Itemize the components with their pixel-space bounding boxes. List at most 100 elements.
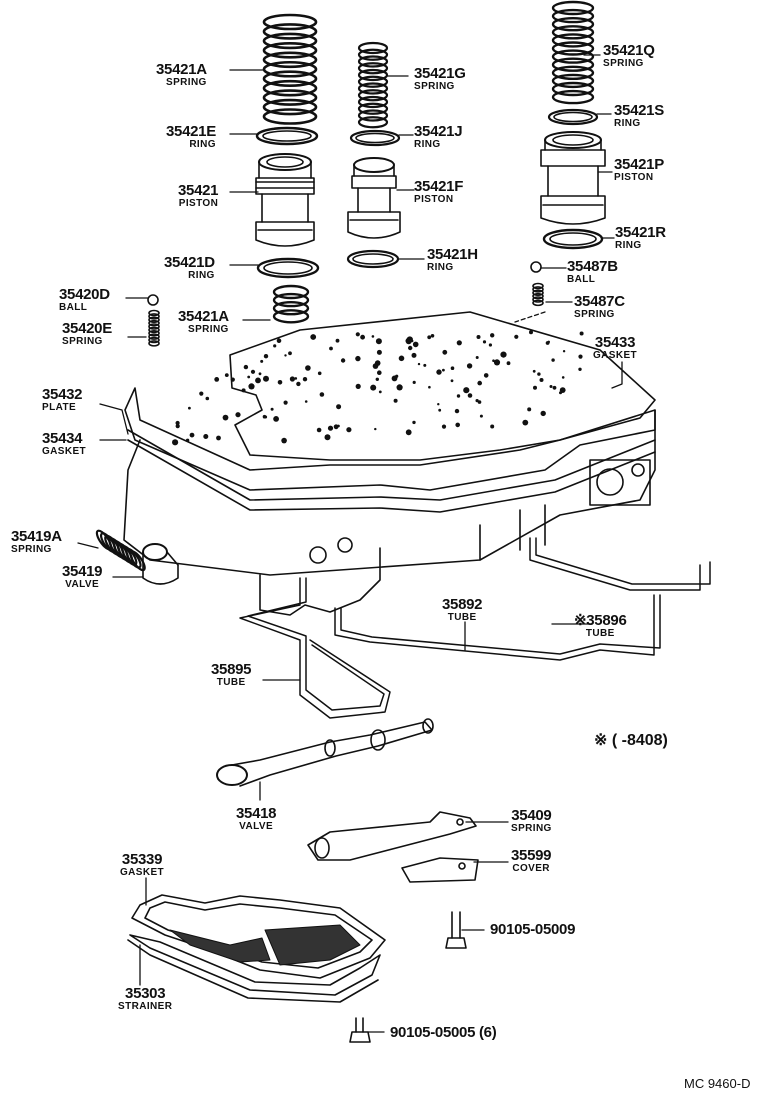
label-35419A-spring: 35419A SPRING: [11, 529, 62, 555]
plate-hole: [377, 370, 382, 376]
plate-hole: [436, 369, 442, 375]
part-name: SPRING: [166, 77, 207, 88]
coil-turn: [357, 89, 389, 102]
label-90105-05009-bolt: 90105-05009: [490, 922, 575, 937]
plate-hole: [427, 335, 432, 340]
coil-turn: [262, 108, 318, 125]
plate-hole: [475, 356, 479, 359]
plate-hole: [375, 338, 382, 345]
part-name: GASKET: [120, 867, 165, 878]
part-number: ※35896: [574, 612, 627, 629]
part-name: PISTON: [178, 198, 219, 209]
plate-hole: [188, 406, 191, 410]
plate-hole: [551, 358, 555, 362]
coil-turn: [272, 301, 310, 316]
plate-hole: [412, 420, 416, 425]
coil-turn: [532, 289, 544, 297]
plate-hole: [506, 361, 511, 366]
plate-hole: [579, 331, 584, 336]
plate-hole: [412, 341, 419, 348]
plate-hole: [417, 362, 421, 366]
plate-hole: [235, 412, 241, 418]
plate-hole: [199, 391, 204, 396]
coil-turn: [148, 329, 160, 337]
coil-turn: [262, 32, 318, 50]
plate-hole: [500, 351, 507, 358]
plate-hole: [490, 424, 495, 429]
coil-turn: [262, 89, 318, 106]
coil-turn: [148, 326, 160, 334]
label-35419-valve: 35419 VALVE: [62, 564, 103, 590]
plate-hole: [336, 404, 342, 410]
plate-hole: [296, 381, 301, 387]
plate-hole: [360, 334, 365, 340]
cover-35599: [401, 857, 479, 883]
diagram-code: MC 9460-D: [684, 1076, 751, 1091]
plate-hole: [317, 371, 322, 376]
part-name: TUBE: [216, 677, 246, 688]
part-name: RING: [414, 139, 441, 150]
plate-hole: [281, 437, 287, 444]
plate-hole: [288, 351, 292, 356]
spring-35421Q: [551, 0, 595, 105]
plate-hole: [205, 396, 210, 401]
part-number: 90105-05009: [490, 921, 576, 938]
coil-turn: [532, 299, 544, 307]
plate-hole: [371, 335, 375, 338]
part-name: PISTON: [614, 172, 654, 183]
plate-hole: [370, 384, 377, 391]
part-number: 35892: [442, 596, 483, 613]
plate-hole: [537, 372, 541, 376]
plate-hole: [477, 400, 482, 404]
part-number: 35409: [511, 807, 552, 824]
label-35432-plate: 35432 PLATE: [42, 387, 83, 413]
label-35421E-ring: 35421E RING: [166, 124, 216, 150]
plate-hole: [466, 363, 473, 369]
plate-hole: [467, 393, 473, 398]
label-35896-tube: ※35896 TUBE: [574, 612, 627, 639]
part-name: SPRING: [574, 309, 615, 320]
coil-turn: [551, 17, 595, 32]
plate-hole: [248, 383, 255, 390]
plate-hole: [175, 420, 180, 426]
spring-35421A-lower: [272, 284, 310, 324]
label-35421-piston: 35421 PISTON: [178, 183, 219, 209]
coil-turn: [262, 98, 318, 116]
label-35421S-ring: 35421S RING: [614, 103, 664, 129]
part-name: TUBE: [447, 612, 477, 623]
valve-35419: [142, 543, 179, 585]
coil-turn: [357, 95, 389, 109]
strainer-35303: [127, 924, 381, 1003]
plate-hole: [376, 349, 382, 355]
plate-hole: [539, 378, 544, 382]
part-name: RING: [188, 270, 215, 281]
plate-hole: [482, 340, 487, 344]
plate-hole: [329, 346, 333, 351]
part-number: 35421A: [178, 308, 229, 325]
plate-hole: [327, 425, 334, 431]
part-name: SPRING: [62, 336, 103, 347]
plate-hole: [492, 359, 495, 363]
coil-turn: [148, 336, 160, 344]
coil-turn: [551, 8, 595, 24]
coil-turn: [357, 48, 389, 61]
plate-hole: [559, 391, 562, 395]
coil-turn: [532, 282, 544, 290]
plate-hole: [305, 365, 311, 371]
plate-hole: [456, 340, 462, 346]
plate-hole: [304, 400, 308, 403]
label-35339-gasket: 35339 GASKET: [120, 852, 164, 878]
ring-35421H: [346, 249, 400, 269]
part-number: 35421P: [614, 156, 664, 173]
tube-35892: [334, 594, 661, 661]
label-35418-valve: 35418 VALVE: [236, 806, 277, 832]
part-number: 35487B: [567, 258, 618, 275]
plate-hole: [243, 364, 249, 370]
plate-hole: [483, 373, 489, 378]
coil-turn: [272, 309, 310, 324]
part-number: 35421D: [164, 254, 215, 271]
part-name: SPRING: [414, 81, 455, 92]
plate-hole: [552, 385, 557, 390]
plate-hole: [374, 427, 377, 431]
plate-hole: [476, 335, 481, 339]
